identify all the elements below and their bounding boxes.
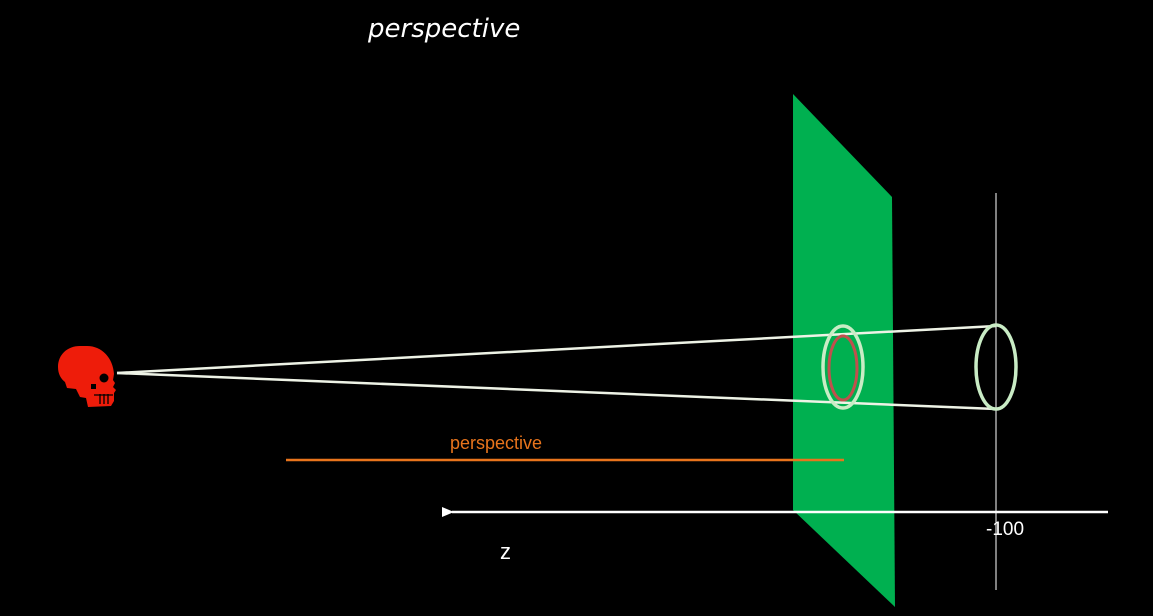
projected-circle-outline: [821, 324, 865, 410]
skull-icon: [58, 346, 116, 407]
sight-line-bottom: [116, 371, 997, 411]
perspective-label: perspective: [450, 433, 543, 453]
projected-circle-inner: [827, 334, 859, 402]
projection-plane: [793, 94, 895, 607]
object-circle: [974, 323, 1018, 411]
z-axis-label: z: [500, 539, 511, 564]
diagram-title: perspective: [368, 14, 521, 44]
sight-line-top: [116, 324, 997, 375]
z-tick-label: -100: [986, 519, 1025, 540]
